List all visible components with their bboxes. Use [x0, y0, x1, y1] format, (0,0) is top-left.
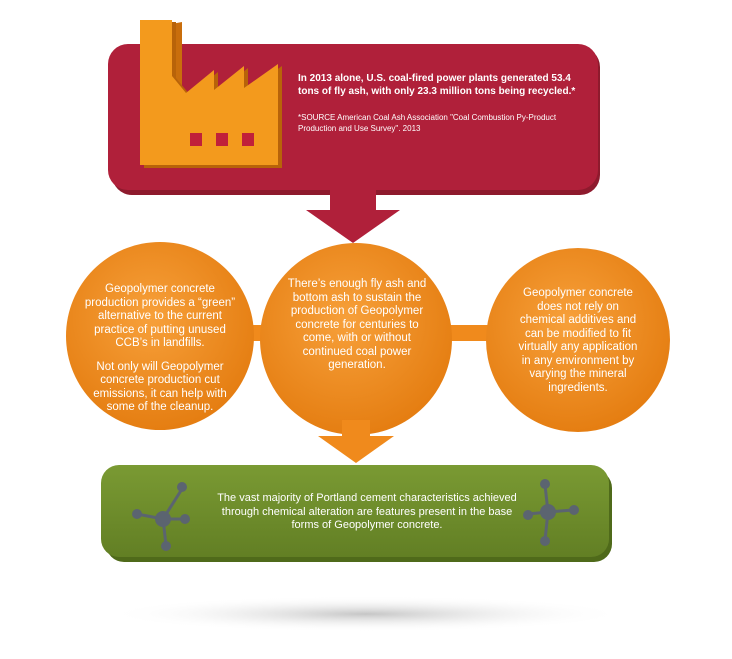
circle-left-text: Geopolymer concrete production provides … [84, 283, 236, 425]
down-arrow-icon [306, 188, 400, 243]
floor-shadow [106, 596, 626, 632]
circle-left-paragraph-1: Geopolymer concrete production provides … [84, 283, 236, 349]
circle-center [260, 243, 452, 435]
molecule-icon [523, 479, 579, 546]
green-box [101, 465, 612, 562]
circle-left [66, 242, 254, 430]
banner-source-text: *SOURCE American Coal Ash Association "C… [298, 113, 557, 133]
banner-text: In 2013 alone, U.S. coal-fired power pla… [298, 72, 580, 134]
circle-right-text: Geopolymer concrete does not rely on che… [516, 287, 640, 405]
circle-right-paragraph-1: Geopolymer concrete does not rely on che… [518, 287, 638, 394]
down-arrow-icon [318, 420, 394, 463]
molecule-icon [132, 482, 190, 551]
banner-main-text: In 2013 alone, U.S. coal-fired power pla… [298, 73, 576, 97]
circle-right [486, 248, 670, 432]
circle-left-paragraph-2: Not only will Geopolymer concrete produc… [93, 360, 227, 414]
circle-center-paragraph-1: There’s enough fly ash and bottom ash to… [287, 278, 427, 371]
circle-center-text: There’s enough fly ash and bottom ash to… [283, 278, 431, 383]
green-box-text: The vast majority of Portland cement cha… [217, 492, 517, 531]
factory-icon [140, 20, 282, 168]
